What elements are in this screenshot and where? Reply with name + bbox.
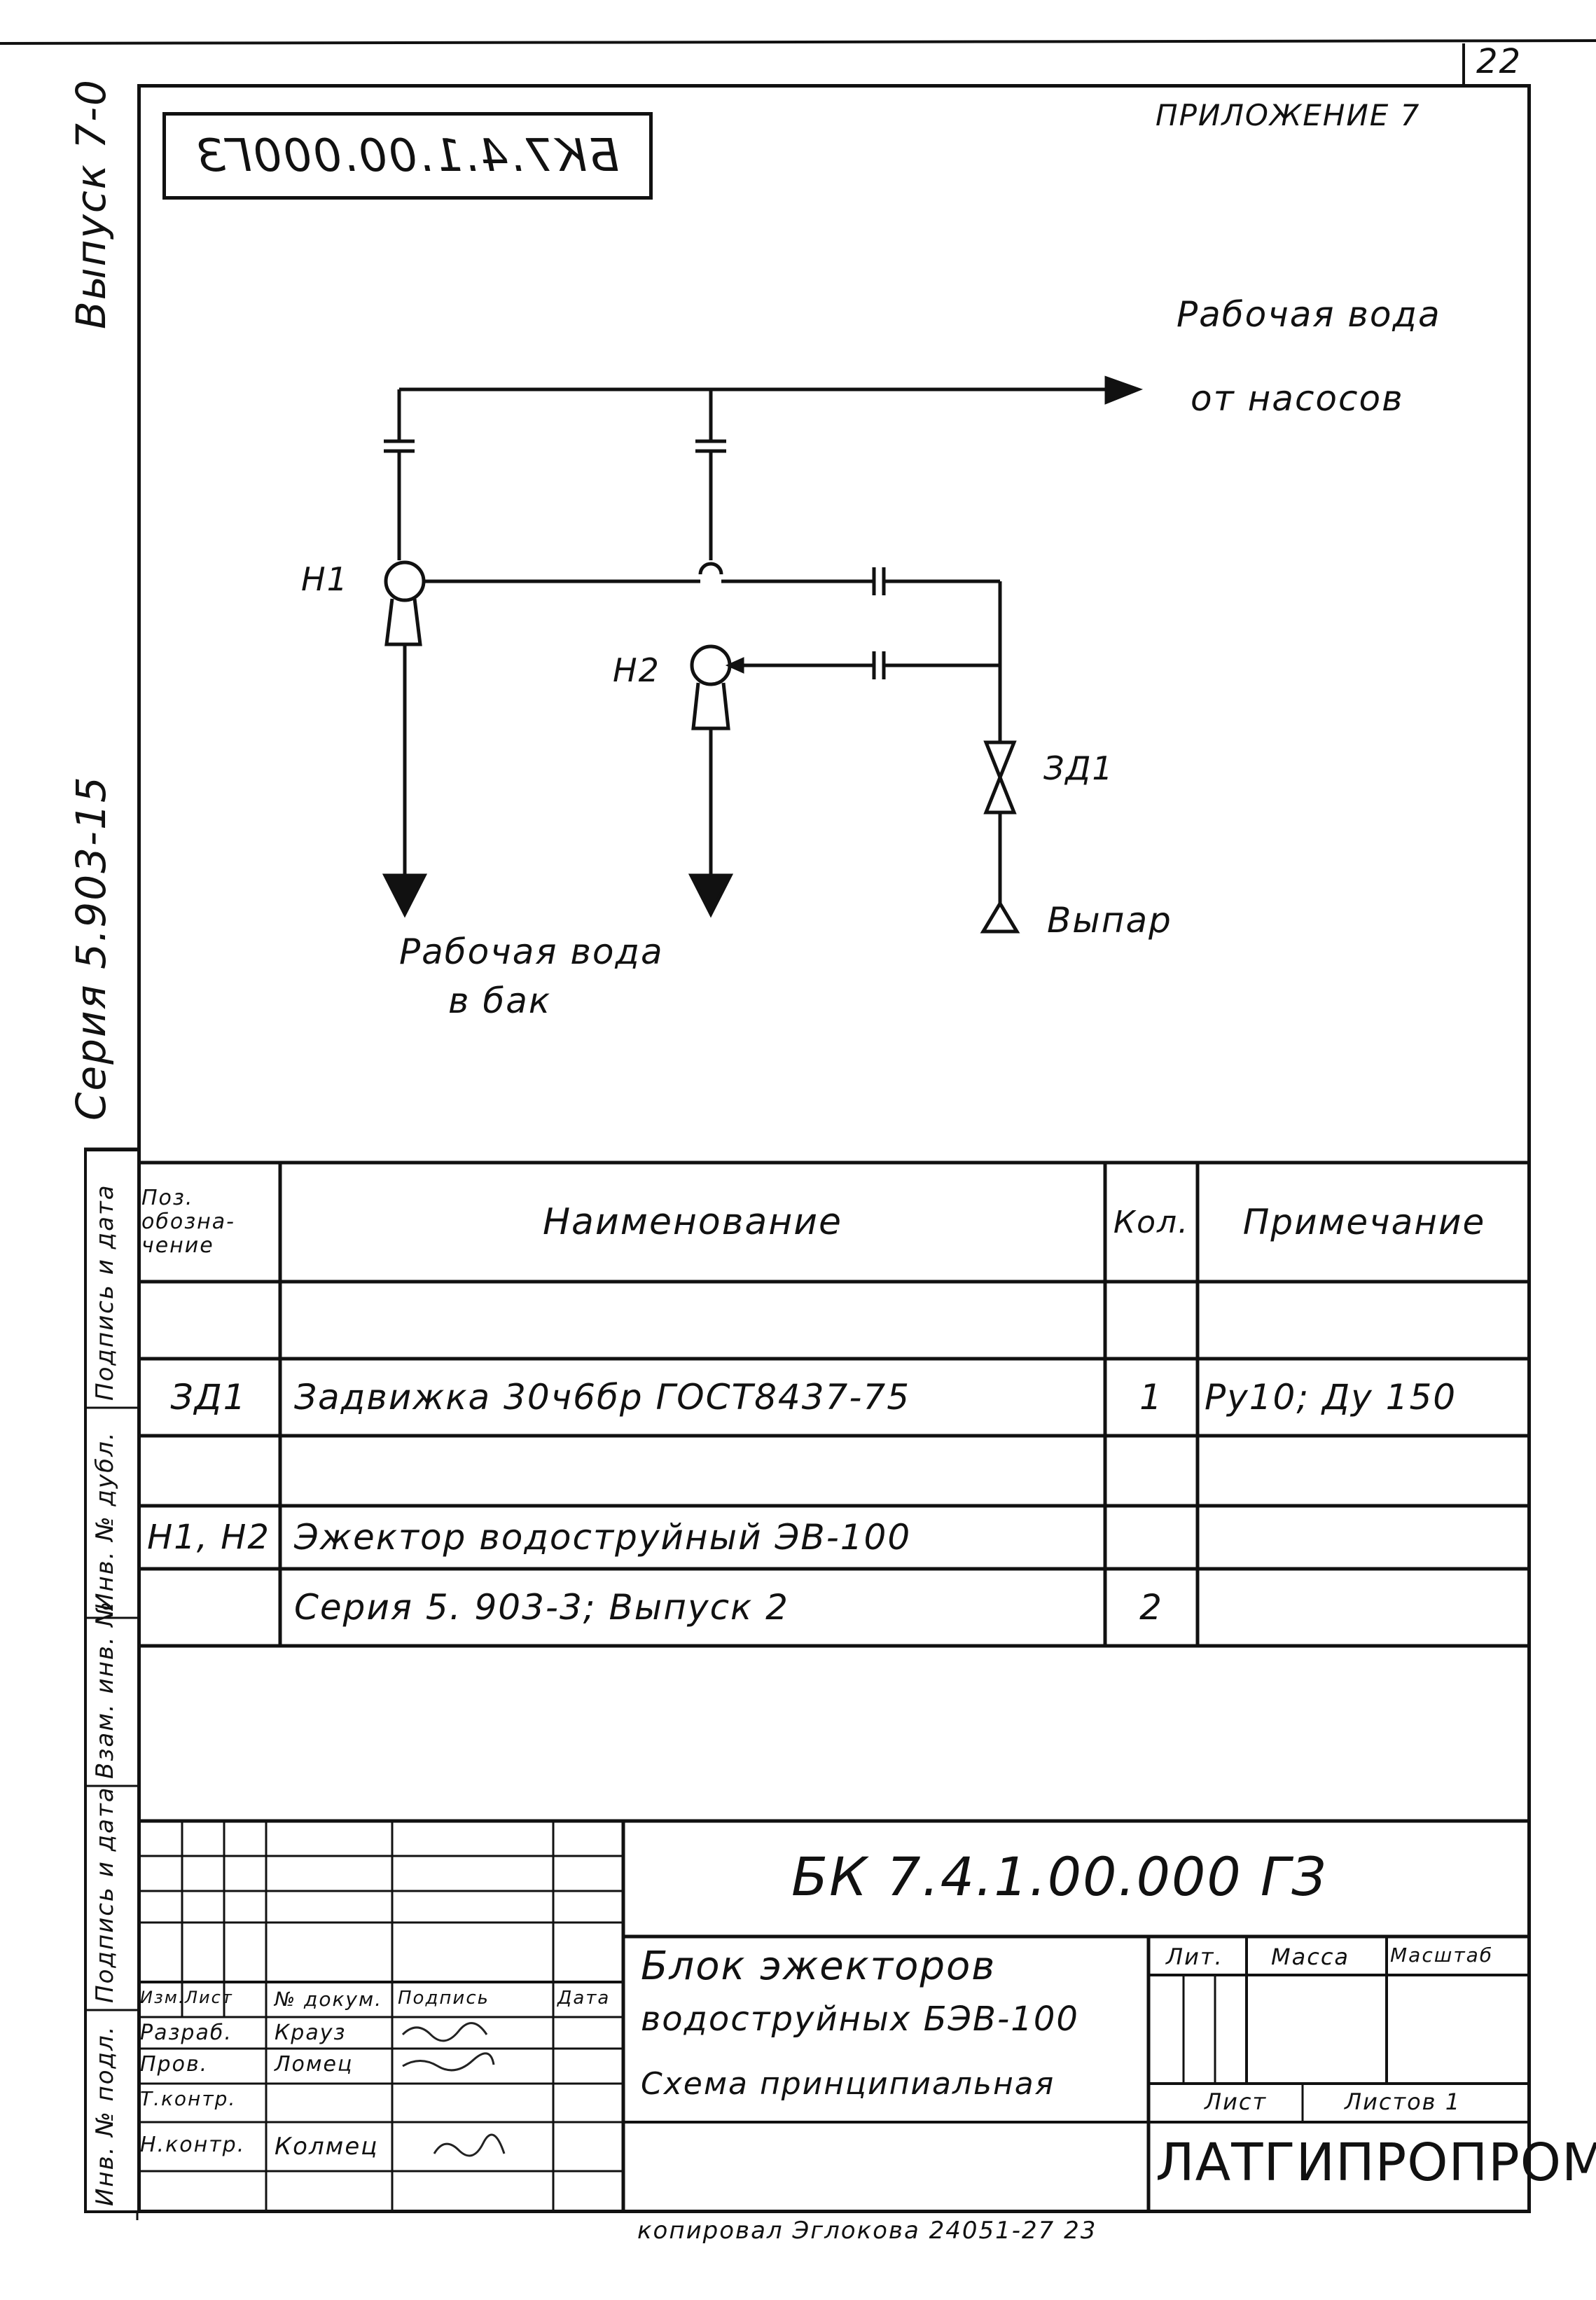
stamp-name: Ломец <box>275 2052 354 2077</box>
tank-label-1: Рабочая вода <box>399 931 664 972</box>
sheets-label: Листов 1 <box>1345 2088 1462 2115</box>
scale-label: Масштаб <box>1390 1944 1494 1967</box>
stamp-role: Н.контр. <box>140 2133 246 2157</box>
h2-label: Н2 <box>613 651 660 689</box>
inlet-label-2: от насосов <box>1191 378 1404 419</box>
col-header-pos: Поз. обозна- чение <box>141 1186 235 1258</box>
side-stamp <box>84 1149 137 2213</box>
mirrored-code-box: БК7.4.1.00.000ГЗ <box>162 112 653 200</box>
col-header-qty: Кол. <box>1113 1204 1190 1240</box>
valve-zd1-symbol <box>983 728 1017 903</box>
title-line-2: водоструйных БЭВ-100 <box>641 2000 1079 2039</box>
title-line-3: Схема принципиальная <box>641 2066 1055 2102</box>
h1-label: Н1 <box>301 560 349 598</box>
tank-label-2: в бак <box>448 981 552 1021</box>
doc-code: БК 7.4.1.00.000 ГЗ <box>791 1845 1327 1908</box>
table-row-cell-pos: ЗД1 <box>170 1377 247 1418</box>
title-line-1: Блок эжекторов <box>641 1944 997 1989</box>
table-row-cell-pos: Н1, Н2 <box>147 1518 270 1557</box>
table-row-cell-qty: 1 <box>1139 1377 1163 1418</box>
footer-note: копировал Эглокова 24051-27 23 <box>637 2217 1097 2245</box>
col-header-note: Примечание <box>1242 1202 1486 1242</box>
stamp-col-sheet: Лист <box>185 1988 233 2007</box>
sheet-label: Лист <box>1205 2088 1268 2115</box>
page-number: 22 <box>1476 42 1522 81</box>
stamp-role: Т.контр. <box>140 2087 237 2110</box>
stamp-role: Разраб. <box>140 2021 233 2045</box>
table-row-cell-name: Эжектор водоструйный ЭВ-100 <box>294 1517 912 1558</box>
inlet-label-1: Рабочая вода <box>1177 294 1441 335</box>
table-row-cell-qty: 2 <box>1139 1587 1163 1628</box>
inlet-arrow <box>1104 375 1144 405</box>
stamp-name: Колмец <box>275 2133 379 2161</box>
table-row-cell-note: Ру10; Ду 150 <box>1205 1377 1457 1418</box>
tank-arrow-h1 <box>382 873 428 918</box>
vent-label: Выпар <box>1047 900 1172 941</box>
tank-arrow-h2 <box>688 873 734 918</box>
signature-1 <box>401 2022 488 2042</box>
valve-label: ЗД1 <box>1043 749 1114 787</box>
stamp-col-signature: Подпись <box>398 1988 490 2009</box>
organization-name: ЛАТГИПРОПРОМ <box>1156 2133 1596 2193</box>
drawing-frame <box>137 84 1531 2213</box>
table-row-cell-name: Серия 5. 903-3; Выпуск 2 <box>294 1587 789 1628</box>
appendix-label: ПРИЛОЖЕНИЕ 7 <box>1156 98 1421 132</box>
mass-label: Масса <box>1271 1944 1350 1970</box>
signature-3 <box>433 2133 506 2157</box>
stamp-col-date: Дата <box>557 1988 611 2009</box>
signature-2 <box>402 2052 495 2072</box>
vent-arrow <box>980 900 1020 934</box>
stamp-role: Пров. <box>140 2052 209 2077</box>
stamp-col-docnum: № докум. <box>275 1988 383 2011</box>
stamp-name: Крауз <box>275 2021 347 2045</box>
table-row-cell-name: Задвижка 30ч6бр ГОСТ8437-75 <box>294 1377 911 1418</box>
lit-label: Лит. <box>1166 1944 1223 1970</box>
stamp-col-change: Изм. <box>140 1988 186 2007</box>
col-header-name: Наименование <box>542 1201 843 1243</box>
